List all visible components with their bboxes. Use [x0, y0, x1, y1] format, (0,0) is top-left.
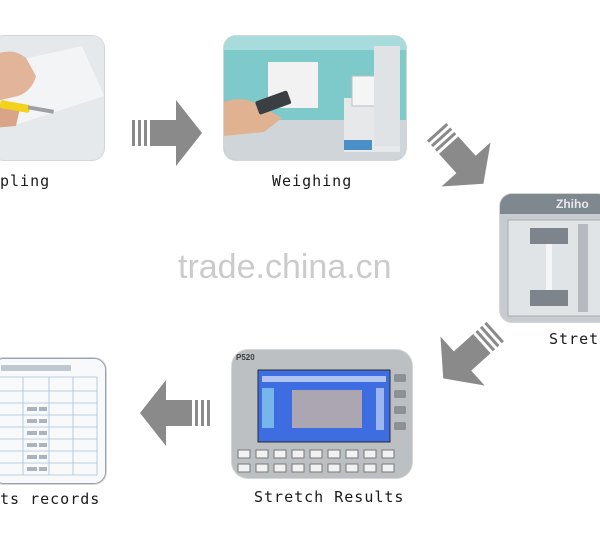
- arrow-right-icon: [132, 100, 202, 166]
- records-table-illustration: [0, 359, 105, 483]
- stretch-results-photo: P520: [232, 350, 412, 478]
- watermark: trade.china.cn: [178, 248, 392, 286]
- stretch-machine-photo: Zhiho: [500, 194, 600, 322]
- sampling-caption: pling: [0, 172, 51, 190]
- arrow-left-icon: [140, 380, 210, 446]
- stretch-machine-illustration: Zhiho: [500, 194, 600, 322]
- controller-illustration: P520: [232, 350, 412, 478]
- weighing-photo: [224, 36, 406, 160]
- arrow-down-left-icon: [440, 321, 504, 386]
- stretch-results-caption: Stretch Results: [254, 488, 405, 506]
- sampling-illustration: [0, 36, 104, 160]
- controller-model-label: P520: [236, 353, 255, 362]
- stretch-caption: Stret: [549, 330, 600, 348]
- sampling-photo: [0, 36, 104, 160]
- machine-brand-label: Zhiho: [556, 197, 589, 211]
- weighing-illustration: [224, 36, 406, 160]
- records-caption: ts records: [0, 490, 101, 508]
- weighing-caption: Weighing: [272, 172, 353, 190]
- records-photo: [0, 358, 106, 484]
- arrow-down-right-icon: [426, 123, 491, 187]
